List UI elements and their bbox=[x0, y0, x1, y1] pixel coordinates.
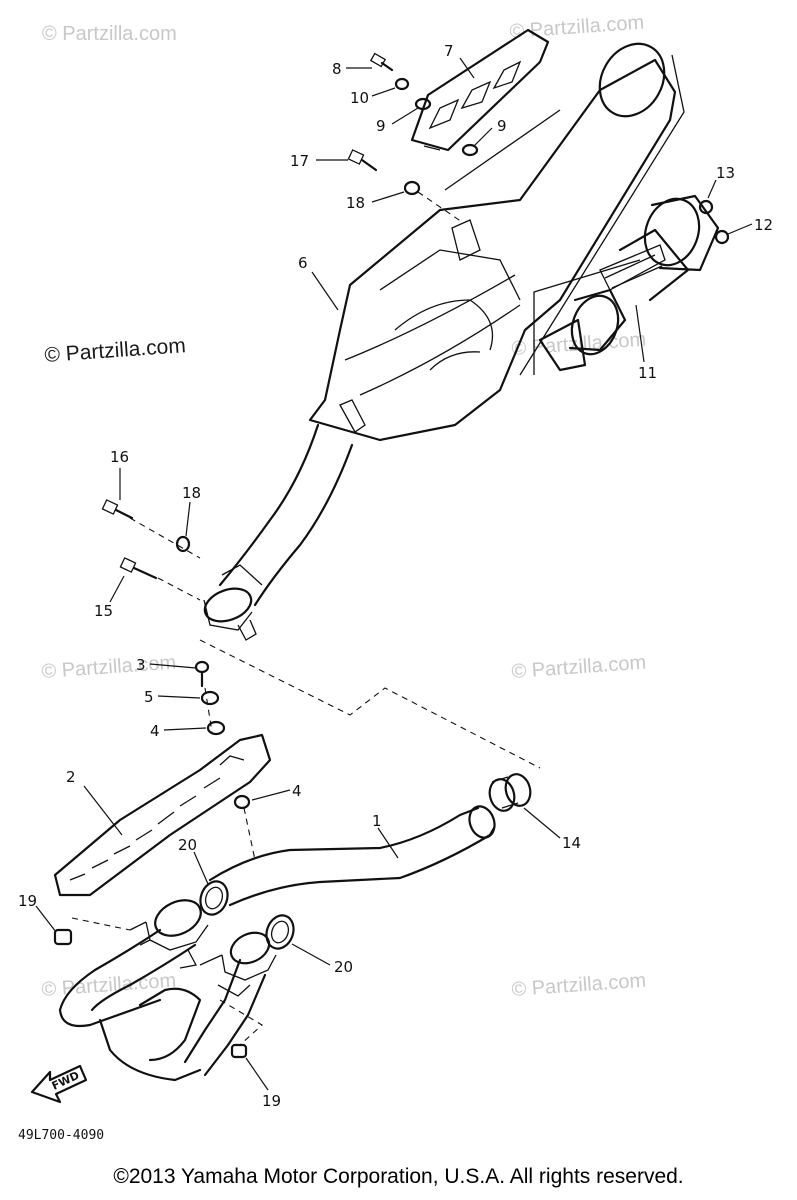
callout-13: 13 bbox=[716, 164, 735, 182]
bolt-15 bbox=[119, 557, 158, 580]
bolt-3 bbox=[194, 660, 210, 688]
callout-20-lower: 20 bbox=[334, 958, 353, 976]
lower-heat-guard bbox=[53, 733, 272, 897]
watermark-left-lower: © Partzilla.com bbox=[41, 652, 177, 683]
callout-9-right: 9 bbox=[497, 117, 507, 135]
assembly-line-16-18 bbox=[129, 517, 201, 559]
washer-18-upper bbox=[403, 180, 421, 196]
watermark-top-left: © Partzilla.com bbox=[42, 23, 177, 45]
muffler-body bbox=[308, 42, 677, 442]
diagram-code: 49L700-4090 bbox=[18, 1128, 105, 1143]
nut-19-upper bbox=[53, 928, 73, 946]
header-flange-right bbox=[199, 931, 277, 997]
washer-4-lower bbox=[233, 794, 251, 810]
watermark-top-right: © Partzilla.com bbox=[509, 12, 645, 43]
callout-9-left: 9 bbox=[376, 117, 386, 135]
leader-lines bbox=[35, 57, 753, 1091]
washer-10 bbox=[394, 77, 410, 91]
tail-pipe bbox=[538, 194, 720, 372]
nut-19-lower bbox=[230, 1043, 248, 1059]
muffler-reference-line bbox=[519, 54, 685, 376]
callout-8: 8 bbox=[332, 60, 342, 78]
watermark-left-dark: © Partzilla.com bbox=[44, 334, 187, 367]
callout-4-lower: 4 bbox=[292, 782, 302, 800]
callout-2: 2 bbox=[66, 768, 76, 786]
callout-3: 3 bbox=[136, 656, 146, 674]
nut-5 bbox=[200, 690, 220, 706]
callout-14: 14 bbox=[562, 834, 581, 852]
callout-1: 1 bbox=[372, 812, 382, 830]
gasket-ring-lower bbox=[265, 914, 295, 950]
watermark-right-lower: © Partzilla.com bbox=[511, 652, 647, 683]
assembly-line-connection bbox=[199, 639, 541, 769]
forward-arrow-icon: FWD bbox=[30, 1064, 88, 1104]
copyright-notice: ©2013 Yamaha Motor Corporation, U.S.A. A… bbox=[113, 1165, 684, 1188]
callout-4-upper: 4 bbox=[150, 722, 160, 740]
washer-9-left bbox=[414, 97, 432, 111]
gasket-ring-upper bbox=[199, 880, 229, 916]
callout-19-upper: 19 bbox=[18, 892, 37, 910]
assembly-line-19-lower bbox=[219, 999, 263, 1046]
callout-18-upper: 18 bbox=[346, 194, 365, 212]
callout-6: 6 bbox=[298, 254, 308, 272]
callout-19-lower: 19 bbox=[262, 1092, 281, 1110]
washer-4-upper bbox=[206, 720, 226, 736]
bolt-12 bbox=[714, 229, 730, 245]
callout-5: 5 bbox=[144, 688, 154, 706]
assembly-line-19-upper bbox=[71, 917, 131, 931]
upper-heat-guard bbox=[410, 28, 550, 152]
washer-9-right bbox=[461, 143, 479, 157]
nut-13 bbox=[698, 199, 714, 215]
callout-7: 7 bbox=[444, 42, 454, 60]
washer-18-lower bbox=[175, 535, 191, 553]
assembly-line-18-bracket bbox=[417, 191, 463, 223]
callout-11: 11 bbox=[638, 364, 657, 382]
callout-12: 12 bbox=[754, 216, 773, 234]
assembly-line-hardware bbox=[204, 687, 213, 733]
exhaust-header-pipe bbox=[58, 805, 496, 1082]
gasket-ring bbox=[488, 773, 532, 812]
callout-16: 16 bbox=[110, 448, 129, 466]
callout-15: 15 bbox=[94, 602, 113, 620]
callout-18-lower: 18 bbox=[182, 484, 201, 502]
assembly-line-15 bbox=[157, 577, 201, 601]
header-flange-left bbox=[129, 899, 209, 969]
callout-20-upper: 20 bbox=[178, 836, 197, 854]
assembly-line-guard bbox=[243, 807, 256, 861]
callout-10: 10 bbox=[350, 89, 369, 107]
tail-reference-line bbox=[533, 259, 641, 375]
callout-17: 17 bbox=[290, 152, 309, 170]
bolt-16 bbox=[101, 499, 134, 520]
muffler-downpipe bbox=[203, 423, 354, 641]
watermark-right-middle: © Partzilla.com bbox=[511, 329, 647, 360]
watermark-right-bottom: © Partzilla.com bbox=[511, 970, 647, 1001]
bolt-17 bbox=[347, 149, 378, 172]
bolt-8 bbox=[369, 52, 394, 72]
